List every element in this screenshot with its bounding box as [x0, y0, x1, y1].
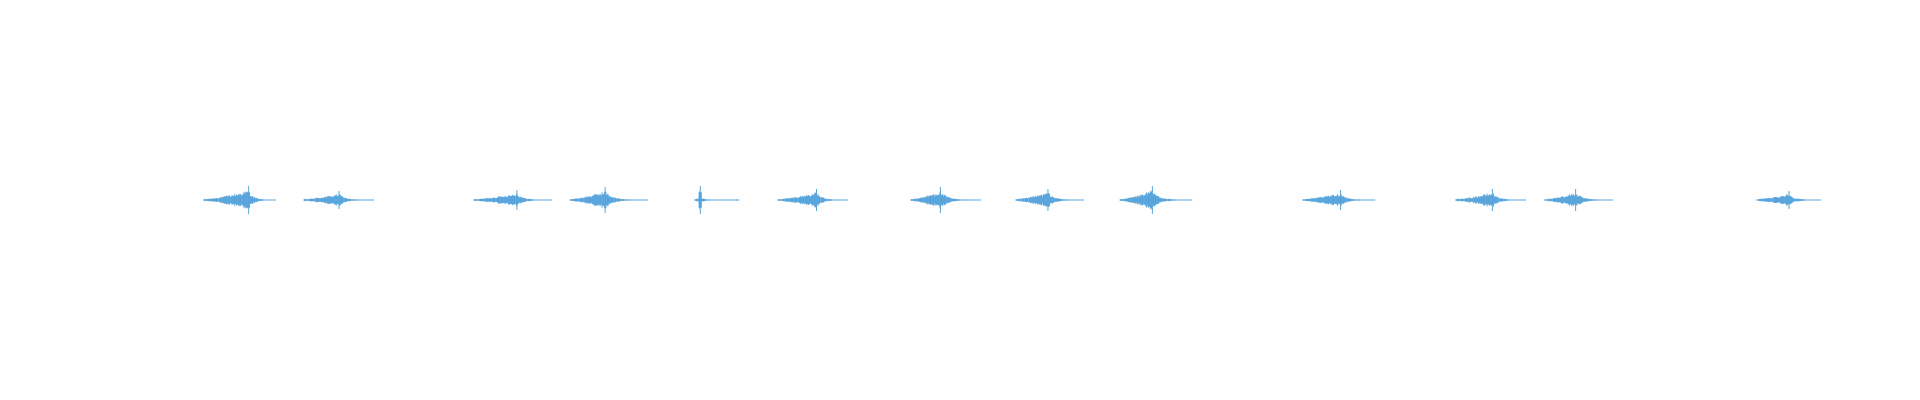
waveform-envelope — [1302, 194, 1376, 206]
waveform-envelope — [777, 192, 849, 208]
waveform-clip[interactable] — [910, 187, 982, 213]
waveform-envelope — [910, 191, 982, 209]
waveform-clip[interactable] — [569, 187, 649, 213]
waveform-envelope — [203, 191, 276, 209]
waveform-clip[interactable] — [203, 186, 276, 214]
waveform-clip[interactable] — [1756, 191, 1822, 209]
waveform-envelope — [1455, 193, 1527, 207]
waveform-envelope — [1119, 190, 1193, 210]
waveform-clip[interactable] — [1015, 189, 1085, 211]
waveform-envelope — [1544, 194, 1614, 206]
waveform-envelope — [473, 193, 553, 207]
waveform-clip[interactable] — [694, 186, 740, 214]
waveform-envelope — [694, 191, 740, 209]
waveform-clip[interactable] — [1455, 189, 1527, 211]
waveform-clip[interactable] — [1544, 189, 1614, 211]
waveform-clip[interactable] — [473, 190, 553, 210]
waveform-clip[interactable] — [1119, 186, 1193, 214]
waveform-envelope — [1015, 193, 1085, 207]
waveform-clip[interactable] — [777, 189, 849, 211]
waveform-envelope — [569, 191, 649, 209]
waveform-clip[interactable] — [1302, 190, 1376, 210]
waveform-envelope — [303, 194, 375, 206]
waveform-clip[interactable] — [303, 191, 375, 209]
waveform-envelope — [1756, 194, 1822, 206]
